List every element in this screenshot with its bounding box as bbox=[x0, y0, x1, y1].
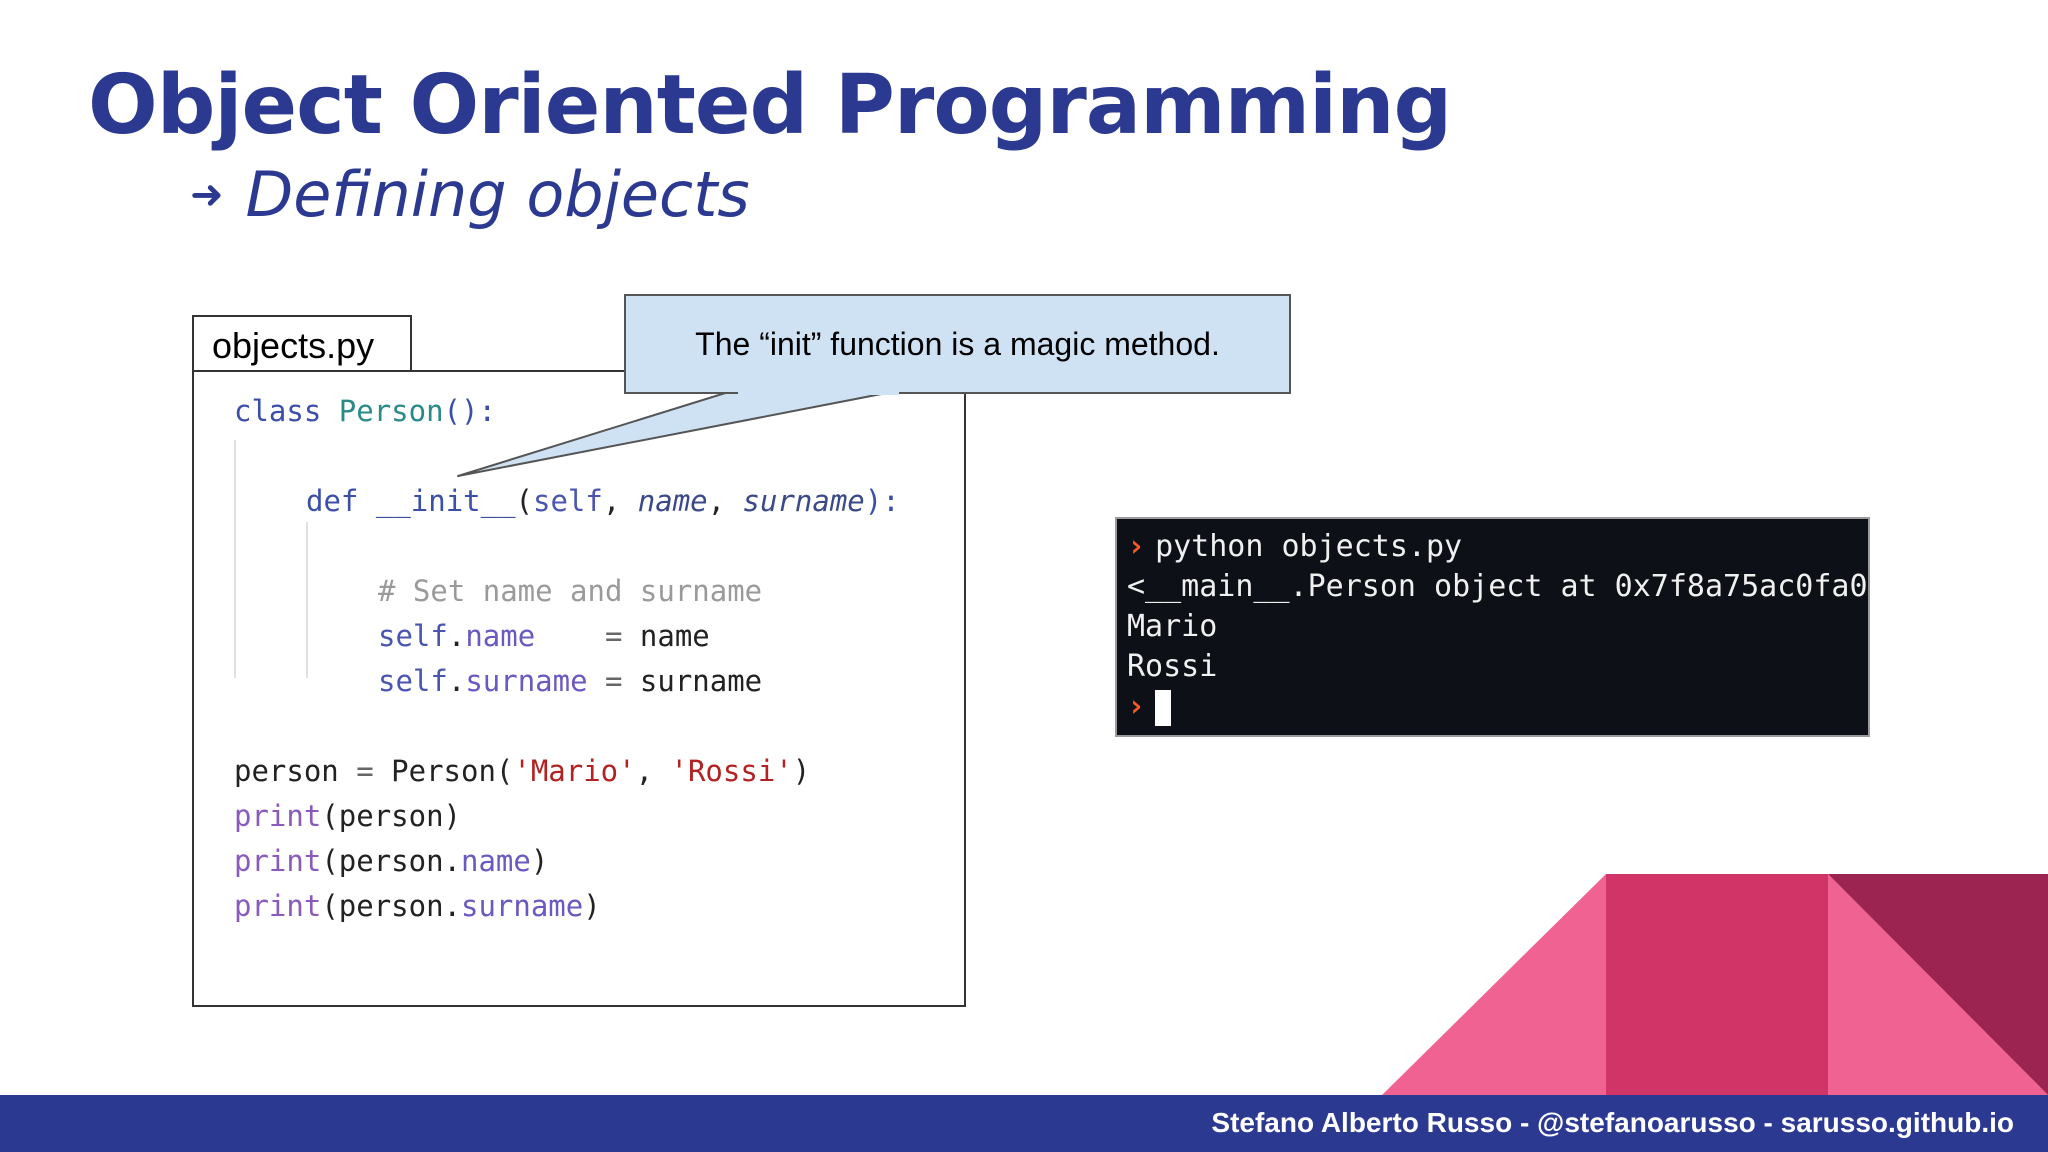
terminal-command-line: › python objects.py bbox=[1127, 527, 1858, 567]
arrow-right-icon: ➜ bbox=[190, 172, 224, 218]
code-line-3-comment: # Set name and surname bbox=[378, 574, 763, 608]
footer-bar: Stefano Alberto Russo - @stefanoarusso -… bbox=[0, 1095, 2048, 1152]
decor-crimson-block bbox=[1606, 874, 1828, 1095]
subtitle-text: Defining objects bbox=[245, 158, 750, 231]
indent-guide bbox=[306, 522, 308, 678]
terminal-output-line: Mario bbox=[1127, 609, 1218, 644]
code-line-2: def __init__(self, name, surname): bbox=[306, 484, 900, 518]
terminal-prompt-line: › bbox=[1127, 687, 1858, 727]
code-line-4: self.name = name bbox=[378, 619, 710, 653]
footer-credit: Stefano Alberto Russo - @stefanoarusso -… bbox=[1211, 1107, 2014, 1138]
prompt-chevron-icon: › bbox=[1127, 529, 1146, 564]
code-line-5: self.surname = surname bbox=[378, 664, 763, 698]
terminal-output-line: Rossi bbox=[1127, 649, 1218, 684]
code-line-9: print(person.surname) bbox=[234, 889, 601, 923]
terminal-output-line: <__main__.Person object at 0x7f8a75ac0fa… bbox=[1127, 569, 1870, 604]
terminal-window: › python objects.py <__main__.Person obje… bbox=[1115, 517, 1870, 737]
code-line-6: person = Person('Mario', 'Rossi') bbox=[234, 754, 811, 788]
decor-maroon-wedge bbox=[1828, 874, 2048, 1095]
decor-pink-triangle bbox=[1382, 874, 1606, 1095]
terminal-command: python objects.py bbox=[1155, 529, 1463, 564]
callout-box: The “init” function is a magic method. bbox=[624, 294, 1291, 394]
prompt-chevron-icon: › bbox=[1127, 689, 1146, 724]
code-line-7: print(person) bbox=[234, 799, 461, 833]
file-tab: objects.py bbox=[192, 315, 412, 371]
terminal-cursor bbox=[1155, 689, 1172, 726]
code-line-8: print(person.name) bbox=[234, 844, 549, 878]
indent-guide bbox=[234, 440, 236, 678]
slide-title: Object Oriented Programming bbox=[88, 58, 1452, 153]
slide-subtitle: ➜ Defining objects bbox=[190, 158, 750, 231]
